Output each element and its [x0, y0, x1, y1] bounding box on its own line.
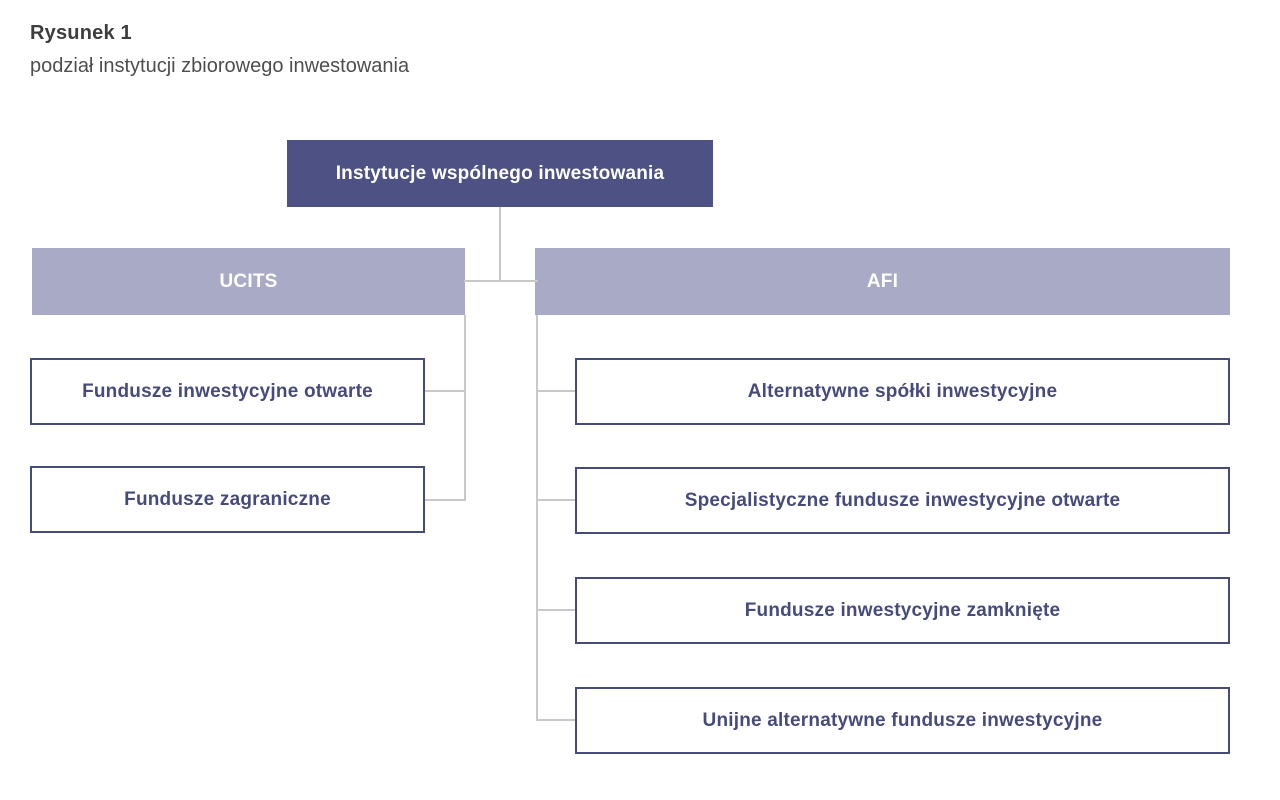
figure-subtitle: podział instytucji zbiorowego inwestowan…: [30, 55, 410, 77]
node-label: Alternatywne spółki inwestycyjne: [747, 380, 1058, 402]
node-fundusze-zagraniczne: Fundusze zagraniczne: [30, 466, 425, 533]
node-label: Fundusze zagraniczne: [124, 488, 331, 510]
node-root: Instytucje wspólnego inwestowania: [287, 140, 713, 207]
connector-afi-spine: [536, 315, 538, 721]
node-header-ucits-label: UCITS: [219, 270, 278, 292]
node-header-afi: AFI: [535, 248, 1230, 315]
node-header-ucits: UCITS: [32, 248, 465, 315]
connector-ucits-spine: [464, 315, 466, 501]
node-label: Unijne alternatywne fundusze inwestycyjn…: [702, 709, 1103, 731]
node-specjalistyczne-fundusze-inwestycyjne-otwarte: Specjalistyczne fundusze inwestycyjne ot…: [575, 467, 1230, 534]
node-label: Fundusze inwestycyjne otwarte: [82, 380, 373, 402]
connector-root-horizontal: [464, 280, 538, 282]
node-unijne-alternatywne-fundusze-inwestycyjne: Unijne alternatywne fundusze inwestycyjn…: [575, 687, 1230, 754]
node-alternatywne-spolki-inwestycyjne: Alternatywne spółki inwestycyjne: [575, 358, 1230, 425]
connector-ucits-stub-1: [425, 390, 465, 392]
figure-title: Rysunek 1: [30, 22, 132, 44]
node-header-afi-label: AFI: [866, 270, 899, 292]
connector-afi-stub-2: [537, 499, 575, 501]
node-fundusze-inwestycyjne-zamkniete: Fundusze inwestycyjne zamknięte: [575, 577, 1230, 644]
node-label: Specjalistyczne fundusze inwestycyjne ot…: [684, 489, 1121, 511]
connector-afi-stub-4: [537, 719, 575, 721]
connector-afi-stub-1: [537, 390, 575, 392]
node-fundusze-inwestycyjne-otwarte: Fundusze inwestycyjne otwarte: [30, 358, 425, 425]
connector-ucits-stub-2: [425, 499, 465, 501]
connector-root-vertical: [499, 207, 501, 282]
node-root-label: Instytucje wspólnego inwestowania: [335, 162, 665, 184]
connector-afi-stub-3: [537, 609, 575, 611]
node-label: Fundusze inwestycyjne zamknięte: [744, 599, 1061, 621]
